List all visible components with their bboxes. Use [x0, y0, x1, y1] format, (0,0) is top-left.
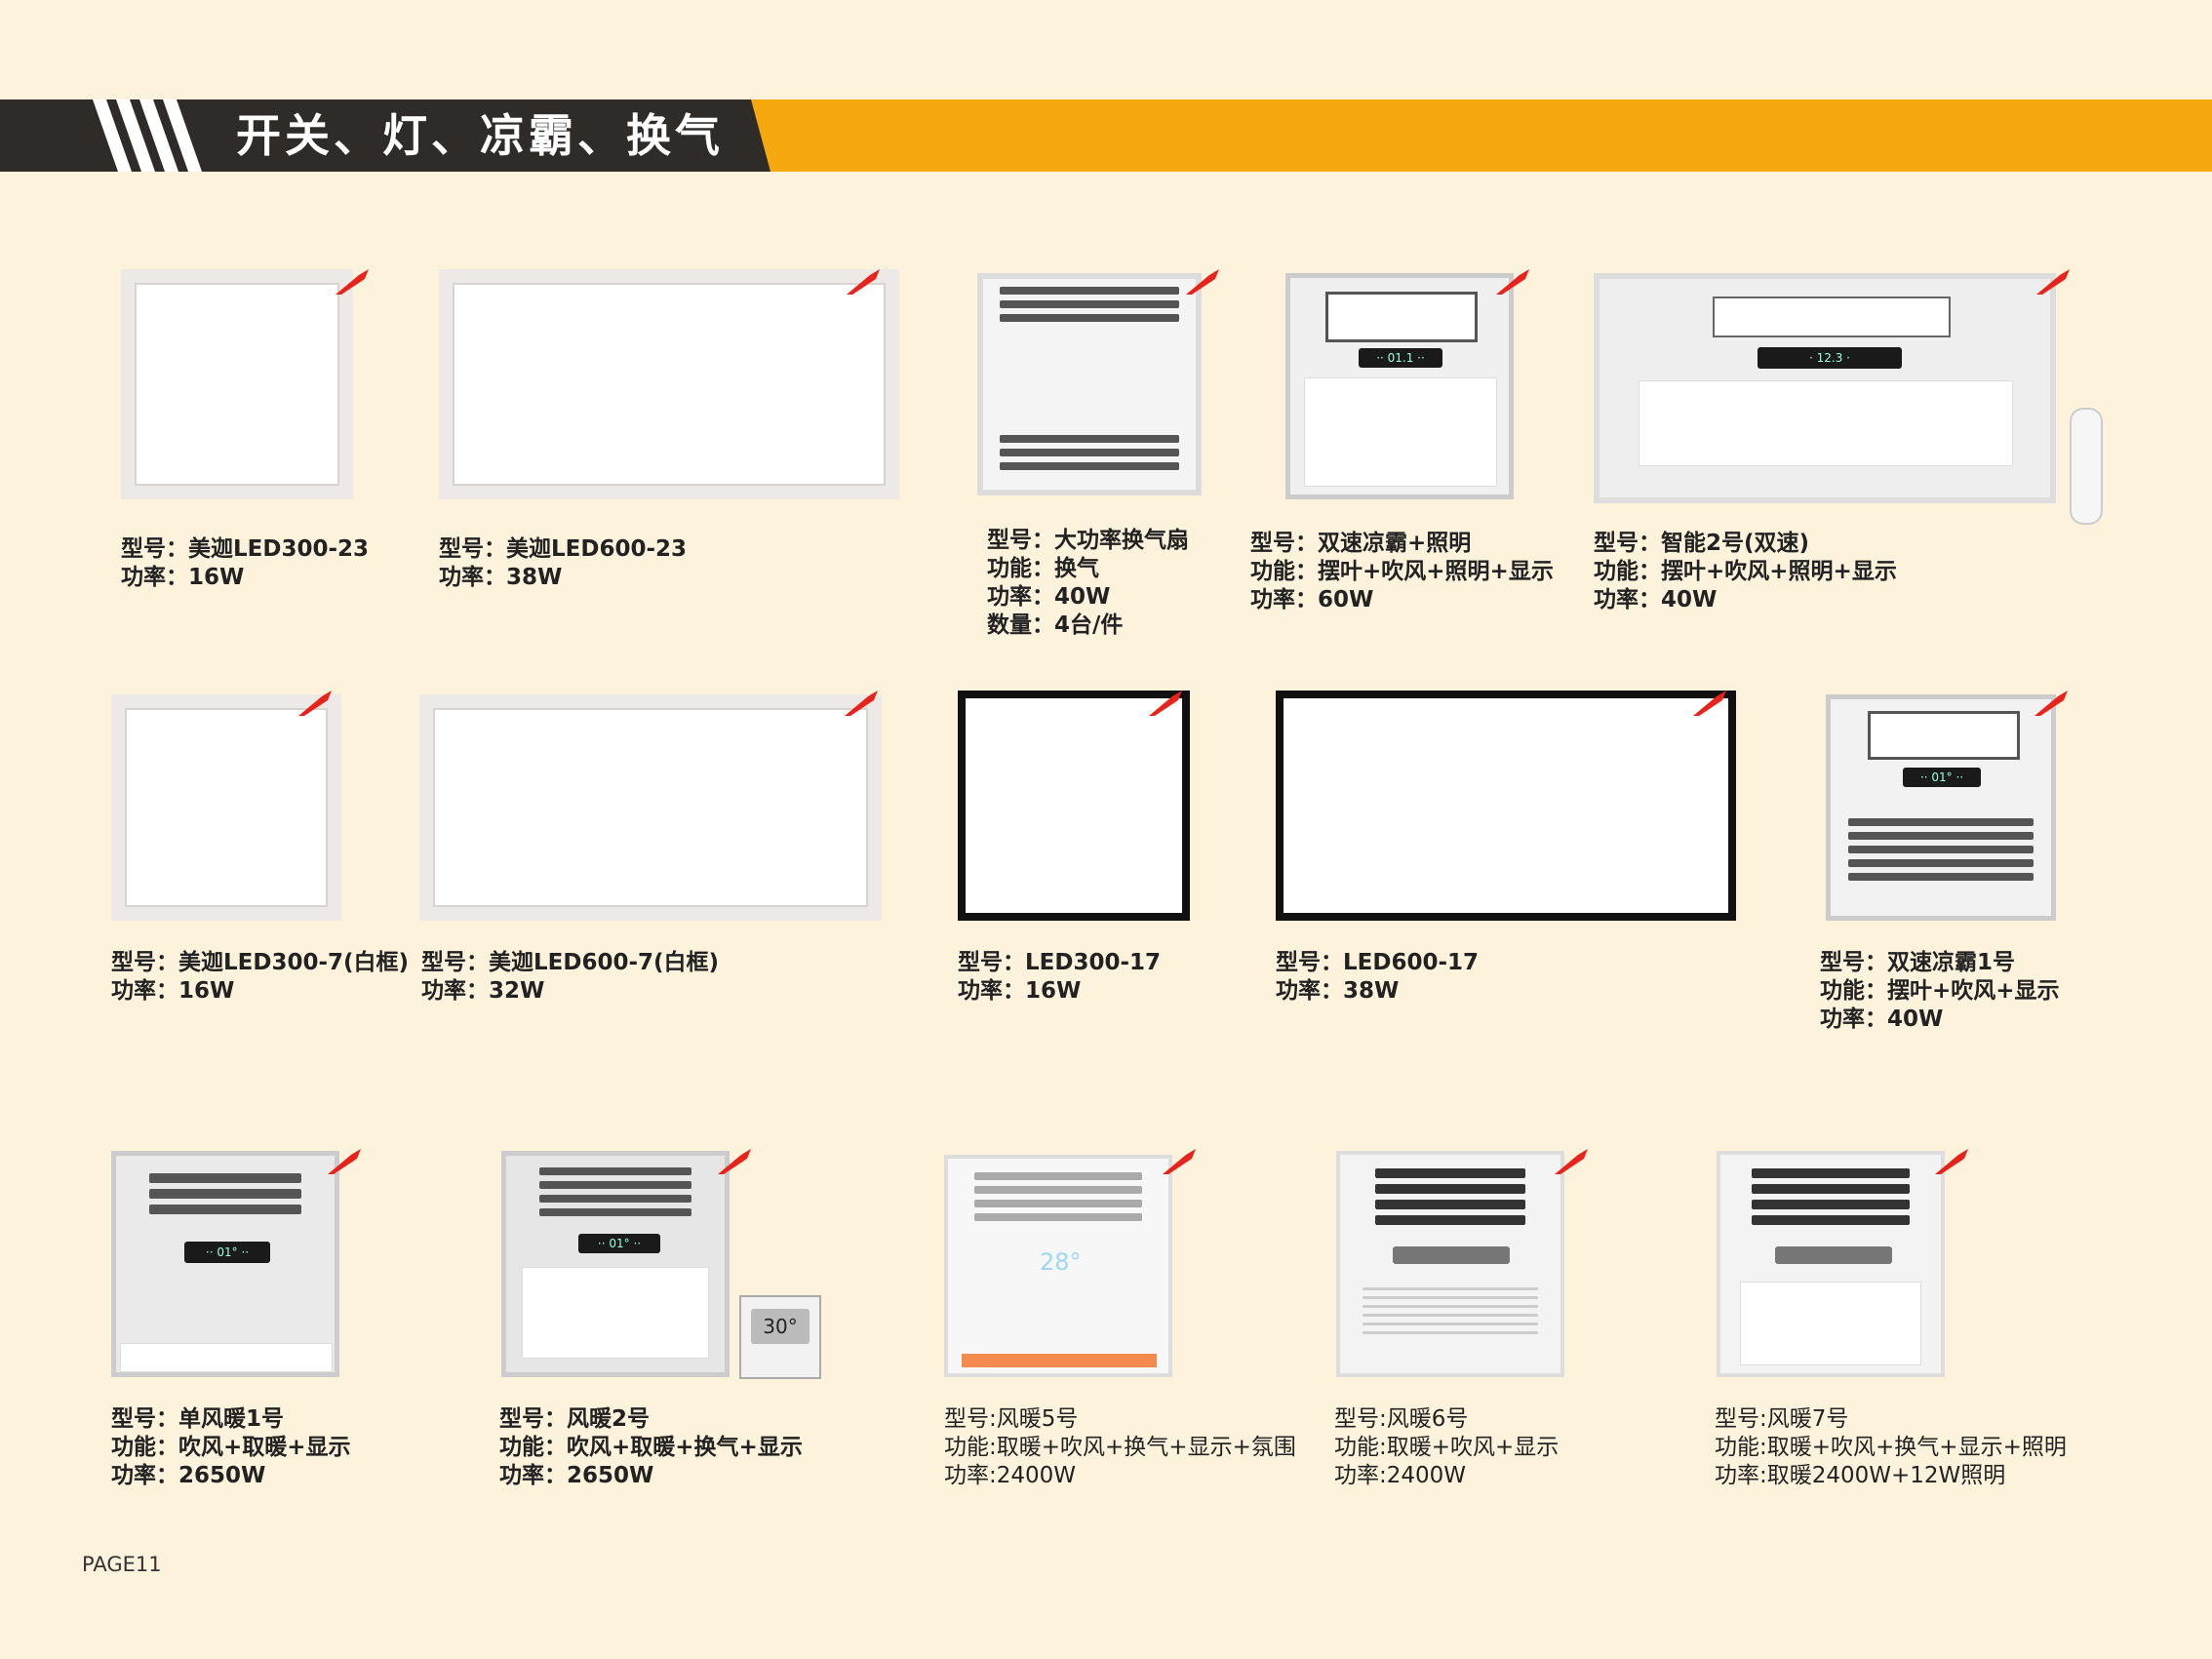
product-spec-cooler-1: 型号：双速凉霸1号功能：摆叶+吹风+显示功率：40W [1820, 950, 2060, 1032]
product-image-heater-5: 28° [944, 1155, 1172, 1377]
new-tag-icon [1163, 1149, 1196, 1174]
product-image-heater-6 [1336, 1151, 1564, 1377]
product-spec-heater-2: 型号：风暖2号功能：吹风+取暖+换气+显示功率：2650W [499, 1406, 803, 1488]
new-tag-icon [1149, 691, 1182, 716]
new-tag-icon [1555, 1149, 1588, 1174]
product-image-led300-23 [121, 269, 353, 499]
remote-control [2070, 408, 2103, 525]
cooler-1-display: ·· 01° ·· [1903, 768, 1981, 787]
product-image-heater-2: ·· 01° ·· [501, 1151, 730, 1377]
product-image-led300-17 [958, 691, 1190, 921]
smart-display: · 12.3 · [1758, 347, 1902, 369]
new-tag-icon [718, 1149, 751, 1174]
product-spec-led300-7: 型号：美迦LED300-7(白框)功率：16W [111, 950, 410, 1004]
new-tag-icon [1186, 269, 1219, 295]
new-tag-icon [845, 691, 878, 716]
new-tag-icon [1496, 269, 1529, 295]
header-banner-accent [751, 99, 2212, 172]
product-image-exhaust-fan [977, 273, 1202, 495]
product-image-heater-7 [1717, 1151, 1945, 1377]
product-spec-cooler-light: 型号：双速凉霸+照明功能：摆叶+吹风+照明+显示功率：60W [1250, 531, 1554, 612]
product-spec-heater-5: 型号:风暖5号功能:取暖+吹风+换气+显示+氛围功率:2400W [944, 1406, 1296, 1488]
heater-5-temperature: 28° [1040, 1248, 1082, 1276]
thermostat-display: 30° [751, 1309, 810, 1344]
product-spec-heater-1: 型号：单风暖1号功能：吹风+取暖+显示功率：2650W [111, 1406, 351, 1488]
product-image-cooler-light: ·· 01.1 ·· [1285, 273, 1514, 499]
thermostat-controller: 30° [739, 1295, 821, 1379]
product-image-single-heater-1: ·· 01° ·· [111, 1151, 339, 1377]
product-spec-heater-6: 型号:风暖6号功能:取暖+吹风+显示功率:2400W [1334, 1406, 1560, 1488]
new-tag-icon [1693, 691, 1726, 716]
new-tag-icon [298, 691, 332, 716]
product-image-cooler-1: ·· 01° ·· [1826, 694, 2056, 921]
new-tag-icon [328, 1149, 361, 1174]
new-tag-icon [1935, 1149, 1968, 1174]
page-number: PAGE11 [82, 1553, 162, 1576]
product-spec-smart-2: 型号：智能2号(双速)功能：摆叶+吹风+照明+显示功率：40W [1594, 531, 1897, 612]
product-spec-heater-7: 型号:风暖7号功能:取暖+吹风+换气+显示+照明功率:取暖2400W+12W照明 [1715, 1406, 2067, 1488]
new-tag-icon [2036, 269, 2070, 295]
product-image-led300-7 [111, 694, 341, 921]
banner-stripes-decoration [93, 99, 202, 172]
product-image-smart-2: · 12.3 · [1594, 273, 2056, 503]
product-image-led600-17 [1276, 691, 1736, 921]
product-image-led600-7 [419, 694, 882, 921]
heater-2-display: ·· 01° ·· [578, 1234, 660, 1253]
product-spec-led600-7: 型号：美迦LED600-7(白框)功率：32W [421, 950, 720, 1004]
product-image-led600-23 [439, 269, 899, 499]
cooler-display: ·· 01.1 ·· [1359, 348, 1442, 368]
new-tag-icon [2034, 691, 2068, 716]
new-tag-icon [847, 269, 880, 295]
page-title: 开关、灯、凉霸、换气 [236, 109, 724, 162]
new-tag-icon [336, 269, 369, 295]
heater-1-display: ·· 01° ·· [184, 1242, 270, 1263]
